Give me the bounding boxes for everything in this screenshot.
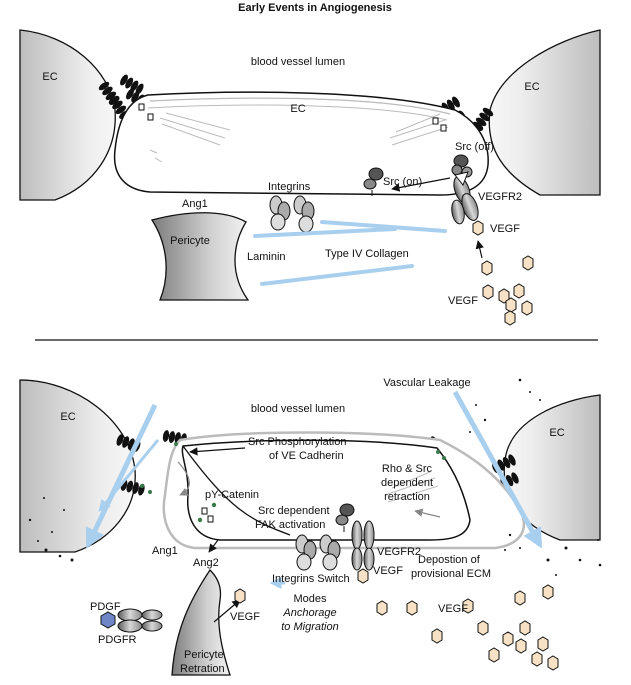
ang1-label-bottom: Ang1 xyxy=(152,545,178,557)
vegf-bound-label-top: VEGF xyxy=(490,223,520,235)
ecm-fibers-top xyxy=(253,220,447,286)
integrins-label-top: Integrins xyxy=(268,181,311,193)
anchorage-label-1: Anchorage xyxy=(282,607,336,619)
ec-right-label-bottom: EC xyxy=(549,427,564,439)
integrins-bottom xyxy=(295,534,341,571)
leakage-label: Vascular Leakage xyxy=(383,377,470,389)
pericyte-label-bottom-1: Pericyte xyxy=(184,649,224,661)
bottom-panel: EC EC blood vessel lumen Vascular Leakag… xyxy=(19,377,602,676)
pericyte-label-top: Pericyte xyxy=(170,235,210,247)
lumen-label-bottom: blood vessel lumen xyxy=(251,403,345,415)
src-fak-protein xyxy=(335,503,355,532)
fak-label-1: Src dependent xyxy=(258,505,330,517)
vegf-free-cluster-top xyxy=(481,255,534,326)
vegf-small-label: VEGF xyxy=(230,611,260,623)
modes-label: Modes xyxy=(293,593,327,605)
pericyte-label-bottom-2: Retration xyxy=(180,663,225,675)
src-off-label: Src (off) xyxy=(455,141,494,153)
ec-central-cell xyxy=(113,91,489,196)
top-panel: EC EC blood vesse xyxy=(19,29,601,326)
src-on-protein xyxy=(363,167,384,196)
py-catenin-molecules xyxy=(140,442,446,523)
lumen-label-top: blood vessel lumen xyxy=(251,56,345,68)
ec-left-label-bottom: EC xyxy=(60,411,75,423)
actin-fibers-bottom xyxy=(384,471,439,503)
diagram-title: Early Events in Angiogenesis xyxy=(238,2,392,14)
ang2-label: Ang2 xyxy=(193,557,219,569)
src-off-protein xyxy=(451,154,473,178)
pdgfr-label: PDGFR xyxy=(98,634,137,646)
leakage-arrow-left xyxy=(85,403,158,549)
src-phos-label-2: of VE Cadherin xyxy=(269,450,344,462)
leakage-speckles xyxy=(28,378,602,576)
rho-label-3: retraction xyxy=(384,491,430,503)
src-phos-label-1: Src Phosphorylation xyxy=(248,436,346,448)
integrins-switch-label: Integrins Switch xyxy=(272,573,350,585)
pericyte-bottom xyxy=(171,568,231,676)
vegf-free-label-bottom: VEGF xyxy=(438,603,468,615)
integrins-top xyxy=(269,195,315,233)
src-on-label: Src (on) xyxy=(383,176,422,188)
collagen-label: Type IV Collagen xyxy=(325,248,409,260)
leakage-arrow-right xyxy=(452,390,543,549)
depostion-label-2: provisional ECM xyxy=(411,568,491,580)
pdgf-ligand xyxy=(100,611,116,629)
ec-center-label: EC xyxy=(290,103,305,115)
ang1-label-top: Ang1 xyxy=(182,198,208,210)
vegfr2-bottom xyxy=(351,520,375,571)
vegf-free-label-top: VEGF xyxy=(448,295,478,307)
vegfr2-label-top: VEGFR2 xyxy=(478,191,522,203)
vegfr2-top xyxy=(451,171,479,225)
ec-left-cell xyxy=(19,29,116,201)
anchorage-label-2: to Migration xyxy=(281,621,338,633)
laminin-label: Laminin xyxy=(247,251,286,263)
pdgfr-receptor xyxy=(117,608,163,633)
vegf-free-cluster-bottom xyxy=(376,584,559,671)
pdgf-label: PDGF xyxy=(90,601,121,613)
ec-right-label: EC xyxy=(524,81,539,93)
ec-left-cell-bottom xyxy=(19,379,136,553)
vegf-bound-label-bottom: VEGF xyxy=(373,565,403,577)
depostion-label-1: Depostion of xyxy=(418,554,481,566)
rho-label-2: dependent xyxy=(381,477,433,489)
py-catenin-label: pY-Catenin xyxy=(205,489,259,501)
vegfr2-label-bottom: VEGFR2 xyxy=(377,546,421,558)
ec-right-cell xyxy=(488,29,601,196)
ec-left-label: EC xyxy=(42,71,57,83)
rho-label-1: Rho & Src xyxy=(382,463,433,475)
fak-label-2: FAK activation xyxy=(255,519,325,531)
pericyte-top xyxy=(150,212,250,301)
